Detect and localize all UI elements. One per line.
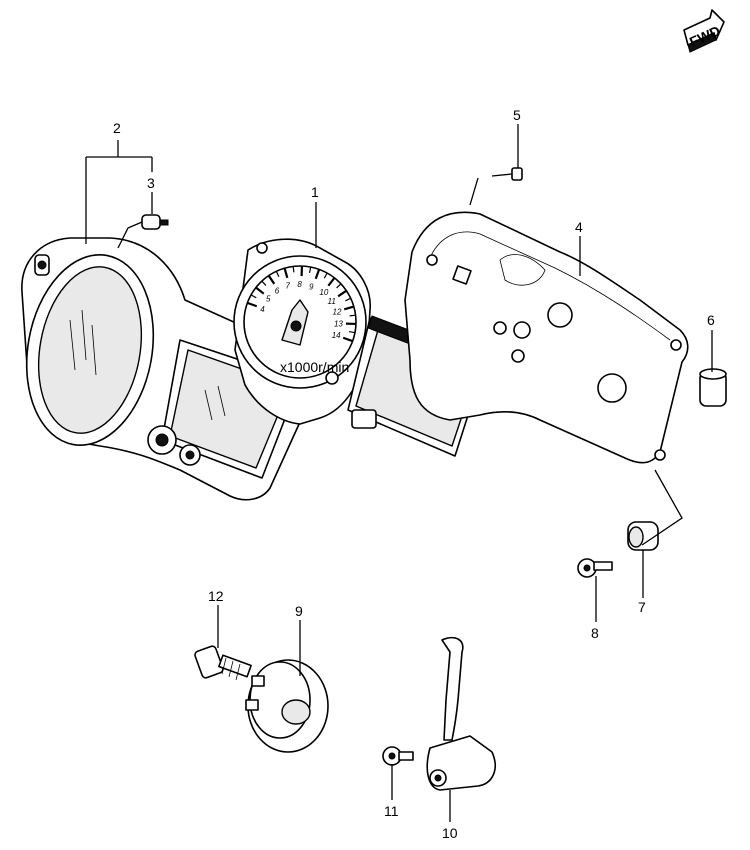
cushion [699,368,727,407]
dial-tick [275,270,280,277]
dial-tick [250,294,257,299]
callout-5: 5 [513,107,521,123]
dial-ticks [247,265,357,343]
callout-7: 7 [638,599,646,615]
case-screw [141,214,169,230]
dial-unit-label: x1000r/min [280,359,349,375]
dial-tick [267,274,276,285]
sensor-rotor [245,659,329,753]
callout-11: 11 [384,803,399,819]
dial-tick-label: 12 [333,308,342,317]
grommet [627,521,659,551]
fwd-direction-badge: FWD [683,9,725,53]
dial-tick-label: 11 [328,297,336,306]
dial-tick [283,267,289,279]
callout-2: 2 [113,120,121,136]
leader-lines [85,124,713,822]
dial-tick-label: 7 [286,281,291,290]
dial-tick [336,283,342,289]
dial-tick-label: 4 [260,305,265,314]
dial-tick [342,336,353,343]
dial-tick [292,266,295,273]
dial-tick [327,277,336,287]
sensor-bolt [382,746,414,766]
dial-tick [343,305,355,311]
dial-tick [337,289,348,298]
dial-tick [314,269,321,280]
callout-9: 9 [295,603,303,619]
callout-6: 6 [707,312,715,328]
callout-8: 8 [591,625,599,641]
dial-tick [247,301,258,308]
dial-tick-label: 13 [334,319,343,328]
dial-tick [255,286,265,295]
tapping-screw [491,167,523,181]
dial-tick [348,330,356,334]
dial-tick-label: 10 [319,288,328,297]
dial-tick [323,272,328,279]
dial-tick [349,314,356,317]
dial-tick [261,280,267,286]
mount-screw [577,558,613,578]
dial-tick-label: 9 [309,282,314,291]
dial-tick-label: 14 [332,331,341,340]
meter-case-rear [404,211,689,464]
callout-10: 10 [442,825,458,841]
dial-tick-label: 5 [266,295,271,304]
callout-4: 4 [575,219,583,235]
dial-tick [308,266,312,274]
dial-tick-label: 8 [297,280,302,289]
dial-tick [345,297,352,302]
callout-3: 3 [147,175,155,191]
dial-tick-label: 6 [275,286,280,295]
callout-labels: 1 2 3 4 5 6 7 8 9 10 11 12 [113,107,715,841]
callout-12: 12 [208,588,224,604]
callout-1: 1 [311,184,319,200]
speed-sensor [426,636,496,791]
bolt [194,645,252,681]
